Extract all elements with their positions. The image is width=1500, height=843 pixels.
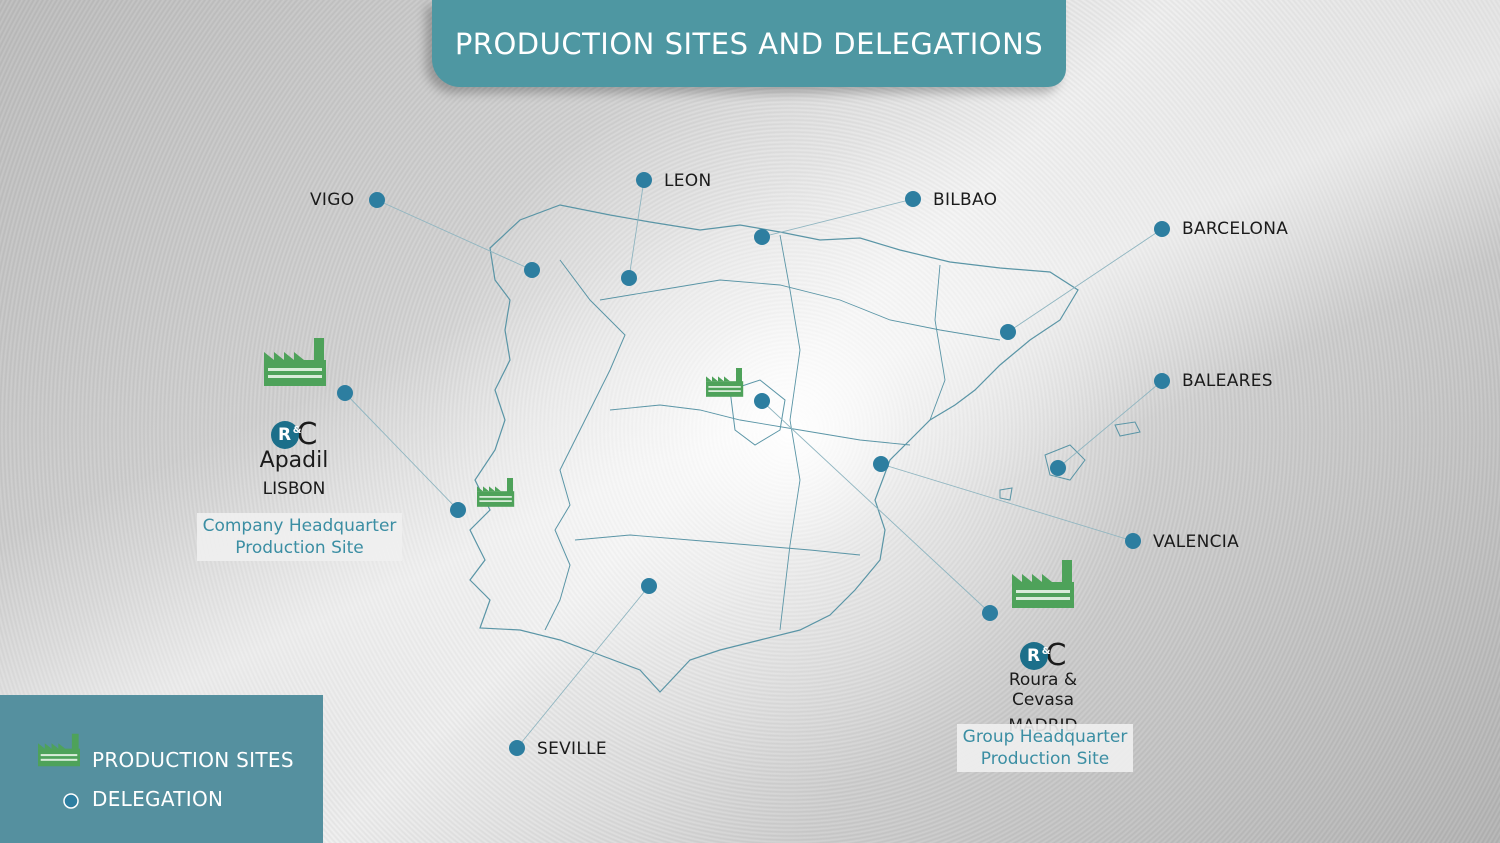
info-line-2: Production Site	[980, 749, 1110, 769]
rc-logo: R & C	[270, 417, 318, 452]
page-title: PRODUCTION SITES AND DELEGATIONS	[454, 26, 1044, 61]
brand-name-roura-cevasa: Roura & Cevasa	[1008, 670, 1078, 710]
dot-bilbao-icon[interactable]	[905, 191, 921, 207]
logo-r-circle: R &	[270, 421, 302, 449]
factory-lisbon-icon	[264, 338, 326, 386]
dot-lisbon-map-icon[interactable]	[450, 502, 466, 518]
region-border-south	[574, 534, 861, 556]
dot-valencia-icon[interactable]	[1125, 533, 1141, 549]
dot-madrid-icon[interactable]	[982, 605, 998, 621]
factory-icon	[38, 733, 80, 767]
region-border-vertical-2	[929, 264, 946, 421]
page-title-tab: PRODUCTION SITES AND DELEGATIONS	[432, 0, 1066, 87]
city-label-baleares[interactable]: BALEARES	[1182, 371, 1273, 391]
dot-leon-icon[interactable]	[636, 172, 652, 188]
city-label-valencia[interactable]: VALENCIA	[1153, 532, 1240, 552]
info-box-madrid: Group Headquarter Production Site	[957, 724, 1133, 772]
info-line-1: Company Headquarter	[202, 516, 397, 536]
island-menorca	[1114, 421, 1141, 437]
dot-madrid-map-icon[interactable]	[754, 393, 770, 409]
info-line-1: Group Headquarter	[962, 727, 1128, 747]
connector-lines	[344, 179, 1163, 749]
madrid-region	[729, 379, 786, 446]
logo-r-text: R	[277, 425, 292, 445]
legend: PRODUCTION SITES DELEGATION	[0, 695, 323, 843]
dot-barcelona-map-icon[interactable]	[1000, 324, 1016, 340]
dot-seville-map-icon[interactable]	[641, 578, 657, 594]
dot-vigo-icon[interactable]	[369, 192, 385, 208]
region-border-center	[609, 404, 911, 446]
rc-logo: R & C	[1019, 638, 1067, 673]
border-portugal	[544, 259, 626, 631]
info-box-lisbon: Company Headquarter Production Site	[197, 513, 402, 561]
info-line-2: Production Site	[235, 538, 364, 558]
brand-name-apadil: Apadil	[259, 448, 329, 473]
logo-r-circle: R &	[1019, 642, 1051, 670]
city-label-barcelona[interactable]: BARCELONA	[1182, 219, 1289, 239]
logo-c-text: C	[1045, 638, 1067, 673]
dot-lisbon-icon[interactable]	[337, 385, 353, 401]
logo-c-text: C	[296, 417, 318, 452]
dot-baleares-map-icon[interactable]	[1050, 460, 1066, 476]
city-label-lisbon: LISBON	[262, 479, 326, 499]
factory-madrid-icon	[1012, 560, 1074, 608]
site-lisbon[interactable]: R & C Apadil LISBON	[234, 417, 354, 500]
region-border-vertical-1	[779, 234, 801, 631]
dot-barcelona-icon[interactable]	[1154, 221, 1170, 237]
site-madrid[interactable]: R & C Roura & Cevasa MADRID	[980, 638, 1106, 737]
city-label-seville[interactable]: SEVILLE	[537, 739, 607, 759]
city-label-leon[interactable]: LEON	[664, 171, 712, 191]
legend-label-delegation: DELEGATION	[92, 787, 224, 811]
logo-r-text: R	[1026, 646, 1041, 666]
region-border-north	[599, 279, 1001, 341]
dot-valencia-map-icon[interactable]	[873, 456, 889, 472]
dot-bilbao-map-icon[interactable]	[754, 229, 770, 245]
legend-label-production: PRODUCTION SITES	[92, 748, 294, 772]
dot-icon	[63, 793, 79, 809]
dot-baleares-icon[interactable]	[1154, 373, 1170, 389]
logo-amp-text: &	[292, 425, 302, 436]
island-ibiza	[999, 487, 1013, 501]
dot-seville-icon[interactable]	[509, 740, 525, 756]
dot-galicia-icon[interactable]	[524, 262, 540, 278]
dot-leon-map-icon[interactable]	[621, 270, 637, 286]
city-label-bilbao[interactable]: BILBAO	[933, 190, 998, 210]
city-label-vigo[interactable]: VIGO	[310, 190, 355, 210]
logo-amp-text: &	[1041, 646, 1051, 657]
